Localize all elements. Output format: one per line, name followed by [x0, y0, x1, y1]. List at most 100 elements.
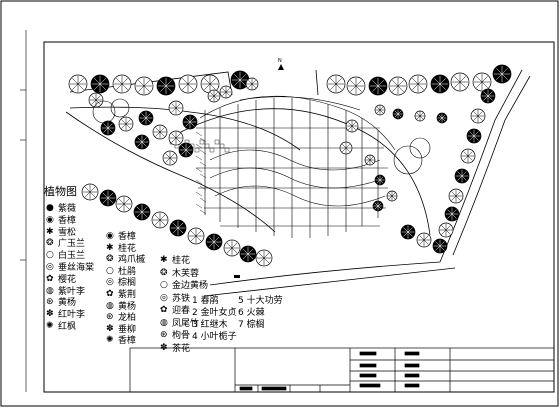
legend-item-label: 5 十大功劳	[238, 296, 283, 306]
tree-icon	[466, 128, 482, 144]
tree-icon	[115, 195, 133, 213]
legend-item-label: 金边黄杨	[172, 281, 209, 291]
tree-icon	[430, 74, 450, 94]
legend-item-label: 红叶李	[58, 310, 86, 321]
legend-symbol-icon: ○	[160, 280, 168, 290]
plaza-grid	[196, 95, 396, 238]
tree-icon	[374, 174, 386, 186]
tree-icon	[326, 74, 346, 94]
tree-icon	[386, 190, 398, 202]
tree-icon	[219, 85, 233, 99]
legend-symbol-icon: ⊛	[46, 297, 54, 308]
site-outline	[65, 69, 531, 297]
legend-item-label: 香樟	[118, 232, 137, 242]
legend-item-label: 雪松	[58, 227, 77, 238]
tree-icon	[372, 200, 384, 212]
legend-item-label: 1 春鹃	[192, 296, 219, 306]
legend-item-label: 广玉兰	[58, 239, 86, 250]
legend-item-label: 迎春	[172, 306, 191, 316]
tree-icon	[112, 74, 132, 94]
tree-icon	[460, 148, 476, 164]
tree-icon	[88, 92, 104, 108]
tree-icon	[100, 120, 116, 136]
legend-item-label: 紫叶李	[58, 286, 86, 297]
tree-icon	[151, 211, 169, 229]
tree-icon	[187, 227, 205, 245]
legend-item-label: 垂柳	[118, 324, 137, 335]
legend-item-label: 白玉兰	[58, 251, 86, 262]
tree-icon	[345, 119, 359, 133]
tree-icon	[207, 89, 221, 103]
legend-symbol-icon: ◍	[106, 300, 114, 311]
tree-icon	[239, 245, 257, 263]
legend-symbol-icon: ✿	[160, 305, 168, 315]
legend-symbol-icon: ✽	[46, 309, 54, 320]
tree-icon	[168, 130, 184, 146]
legend-symbol-icon: ◉	[46, 214, 54, 225]
legend-item-label: 茶花	[172, 343, 191, 354]
tree-icon	[68, 74, 88, 94]
tree-icon	[364, 154, 376, 166]
tree-symbols	[68, 64, 512, 267]
legend-symbol-icon: ○	[106, 265, 114, 276]
tree-icon	[178, 74, 198, 94]
legend-item-label: 4 小叶栀子	[192, 332, 237, 342]
legend-item-label: 龙柏	[118, 313, 137, 324]
legend-item-label: 红枫	[58, 322, 77, 332]
tree-icon	[99, 189, 117, 207]
legend-item-label: 樱花	[58, 274, 77, 285]
tree-icon	[138, 110, 154, 126]
tree-icon	[414, 110, 426, 122]
legend-item-label: 垂丝海棠	[58, 263, 95, 273]
tree-icon	[432, 238, 448, 254]
legend-symbol-icon: ✺	[46, 321, 54, 331]
tree-icon	[444, 206, 460, 222]
legend-symbol-icon: ●	[46, 203, 54, 213]
legend-item-label: 棕榈	[118, 278, 137, 289]
legend-item-label: 紫荆	[118, 290, 137, 300]
legend-item-label: 黄杨	[118, 301, 137, 312]
legend-symbol-icon: ◎	[46, 262, 54, 272]
paving-hatch	[169, 131, 230, 215]
legend-symbol-icon: ✱	[106, 242, 114, 253]
legend-symbol-icon: ⊛	[106, 312, 114, 323]
legend-symbol-icon: ◉	[106, 231, 114, 241]
legend-symbol-icon: ◎	[106, 277, 114, 288]
tree-icon	[205, 233, 223, 251]
plan-marker	[234, 275, 240, 278]
tree-icon	[450, 72, 470, 92]
legend-item-label: 木芙蓉	[172, 268, 200, 279]
tree-icon	[492, 64, 512, 84]
legend-item-label: 6 火棘	[238, 308, 265, 318]
tree-icon	[480, 88, 496, 104]
legend-item-label: 2 金叶女贞	[192, 308, 237, 318]
legend-title: 植物图	[44, 185, 77, 198]
legend-item-label: 3 红继木	[192, 320, 228, 330]
tree-icon	[339, 141, 353, 155]
tree-icon	[134, 76, 154, 96]
legend-symbol-icon: ◍	[160, 317, 168, 328]
legend-item-label: 枸骨	[172, 331, 191, 341]
legend-symbol-icon: ❂	[160, 267, 168, 278]
tree-icon	[168, 100, 184, 116]
tree-icon	[472, 72, 492, 92]
tree-icon	[400, 224, 416, 240]
legend-item-label: 香樟	[58, 215, 77, 226]
legend-symbol-icon: ○	[46, 250, 54, 261]
legend-symbol-icon: ◍	[46, 285, 54, 296]
title-block	[129, 347, 555, 393]
legend-item-label: 凤尾竹	[172, 318, 200, 329]
tree-icon	[448, 188, 464, 204]
tree-icon	[408, 74, 428, 94]
legend-item-label: 桂花	[172, 256, 191, 266]
tree-icon	[178, 142, 194, 158]
tree-icon	[416, 232, 432, 248]
tree-icon	[346, 76, 366, 96]
tree-icon	[374, 104, 386, 116]
legend-item-label: 7 棕榈	[238, 320, 265, 330]
legend-symbol-icon: ✽	[160, 342, 168, 353]
tree-icon	[454, 168, 470, 184]
tree-icon	[118, 116, 134, 132]
tree-icon	[182, 114, 198, 130]
tree-icon	[169, 219, 187, 237]
